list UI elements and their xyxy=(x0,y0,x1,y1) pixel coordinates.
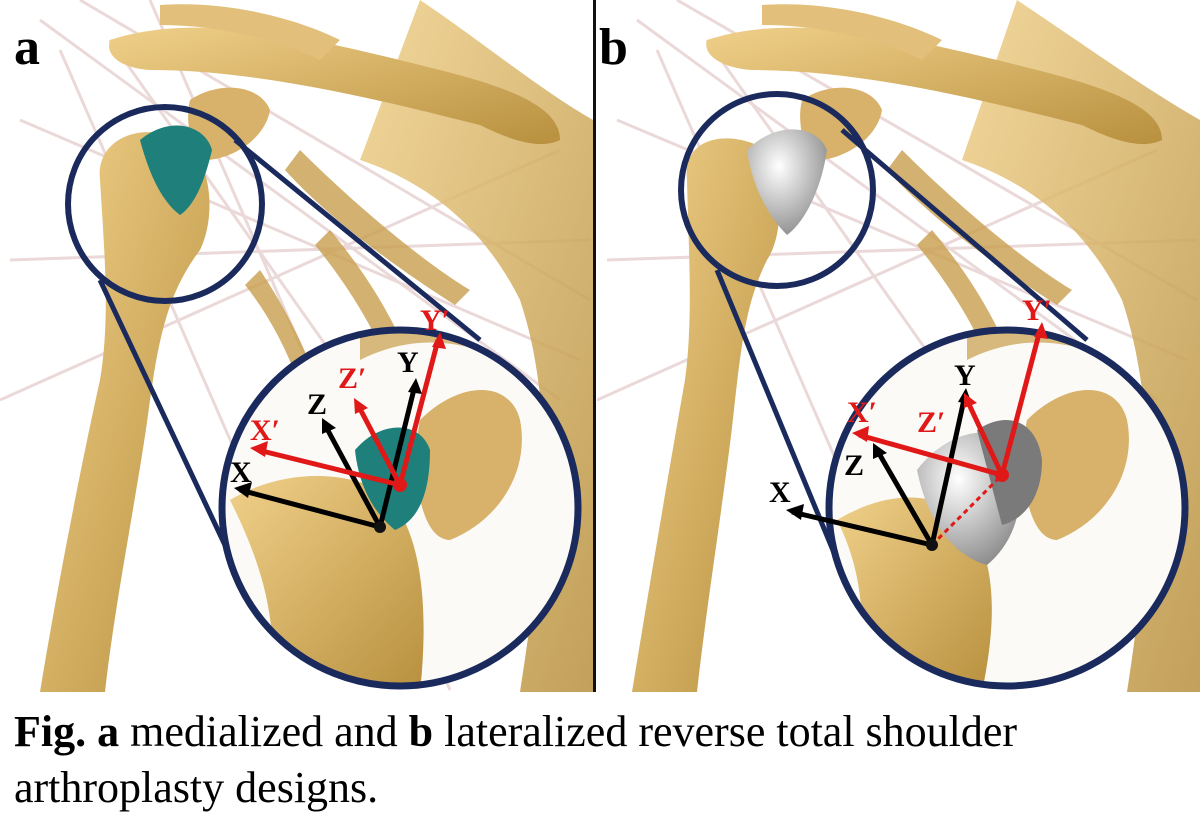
axis-label-z-prime: Z′ xyxy=(917,406,945,439)
local-axes xyxy=(858,329,1043,478)
caption-text-a: medialized and xyxy=(119,707,409,756)
panel-divider xyxy=(593,0,596,692)
axis-label-y-prime: Y′ xyxy=(1022,294,1052,327)
caption-fig-label: Fig. xyxy=(14,707,87,756)
local-axes xyxy=(257,339,441,488)
axis-label-x-prime: X′ xyxy=(847,396,877,429)
axis-label-x: X xyxy=(230,456,252,489)
panel-letter-b: b xyxy=(599,19,628,76)
global-axes xyxy=(791,394,968,548)
caption-panel-b: b xyxy=(408,707,434,756)
zoom-source-circle xyxy=(65,104,265,304)
axis-label-y: Y xyxy=(954,359,976,392)
figure-caption: Fig. a medialized and b lateralized reve… xyxy=(14,704,1194,816)
caption-text-b: lateralized reverse total shoulder arthr… xyxy=(14,707,1018,812)
panel-b-illustration: X Z Y X′ Z′ Y′ xyxy=(597,0,1200,692)
panel-b: X Z Y X′ Z′ Y′ b xyxy=(597,0,1200,692)
zoom-source-circle xyxy=(678,91,876,289)
axis-label-z: Z xyxy=(844,449,864,482)
axis-label-z-prime: Z′ xyxy=(338,362,366,395)
panel-a-illustration: X Z Y X′ Z′ Y′ xyxy=(0,0,593,692)
global-axes xyxy=(239,384,418,530)
axis-label-x-prime: X′ xyxy=(250,414,280,447)
axis-label-y-prime: Y′ xyxy=(420,304,450,337)
panel-a: X Z Y X′ Z′ Y′ a xyxy=(0,0,593,692)
zoom-circle xyxy=(825,326,1189,690)
panel-letter-a: a xyxy=(14,19,40,76)
axis-label-z: Z xyxy=(307,388,327,421)
caption-panel-a: a xyxy=(97,707,120,756)
axis-label-y: Y xyxy=(397,346,419,379)
axis-label-x: X xyxy=(769,476,791,509)
zoom-circle xyxy=(218,326,582,690)
